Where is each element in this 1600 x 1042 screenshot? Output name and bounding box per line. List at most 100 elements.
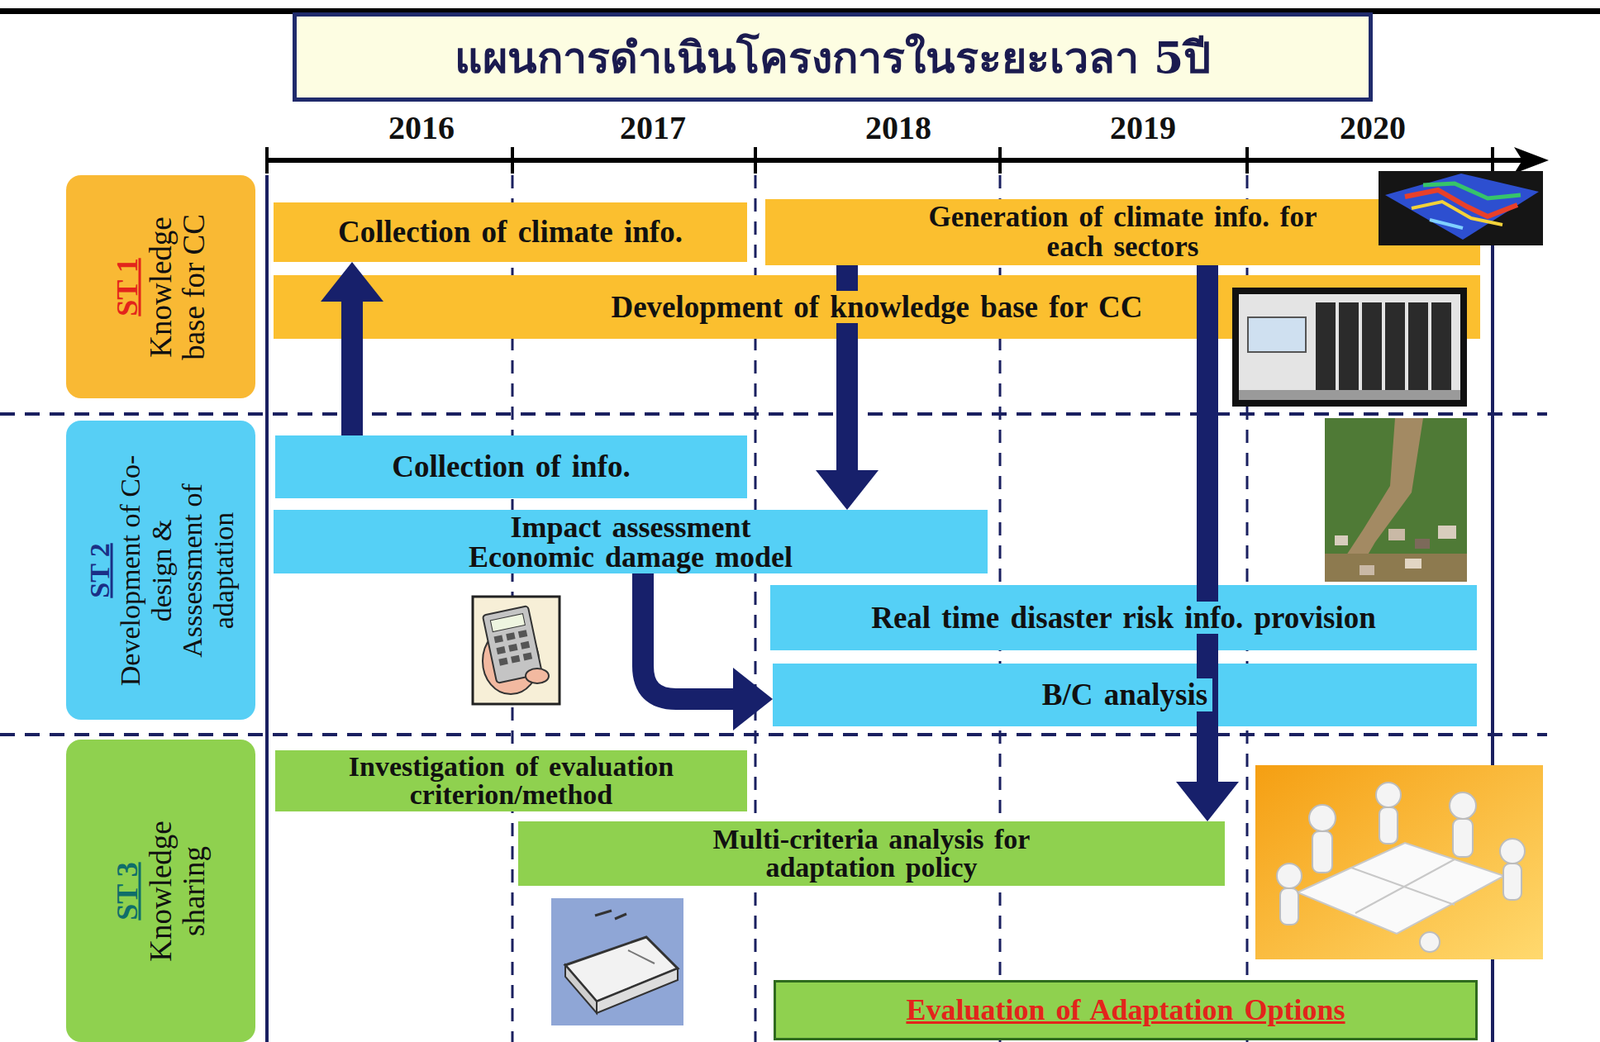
illustration-part xyxy=(1500,838,1525,864)
calculator-icon xyxy=(472,596,560,705)
stream-code: ST 1 xyxy=(110,204,144,370)
illustration-part xyxy=(1238,390,1461,400)
landslide-photo xyxy=(1324,418,1467,582)
task-bar: B/C analysis xyxy=(772,663,1477,727)
task-bar: Evaluation of Adaptation Options xyxy=(773,980,1478,1041)
stream-title: Knowledge sharing xyxy=(143,808,211,974)
bar-text: Evaluation of Adaptation Options xyxy=(900,994,1350,1027)
illustration-part xyxy=(1309,804,1336,832)
illustration-part xyxy=(0,412,1548,416)
illustration-part xyxy=(498,657,508,667)
arrowhead xyxy=(1176,781,1239,822)
task-bar: Multi-criteria analysis for adaptation p… xyxy=(518,821,1225,886)
illustration-part xyxy=(1359,565,1375,576)
climate-map-image xyxy=(1378,171,1543,246)
task-bar: Impact assessment Economic damage model xyxy=(273,509,988,574)
illustration-part xyxy=(1379,807,1398,844)
illustration-part xyxy=(1238,294,1461,400)
illustration-part xyxy=(614,914,627,920)
illustration-part xyxy=(510,147,515,174)
year-label: 2018 xyxy=(865,108,932,148)
bar-text: Impact assessment Economic damage model xyxy=(448,512,813,572)
illustration-part xyxy=(1232,287,1467,407)
year-label: 2017 xyxy=(619,108,686,148)
arrow-shaft xyxy=(1196,265,1219,784)
arrow-shaft xyxy=(836,265,858,472)
illustration-part xyxy=(1324,418,1467,582)
row-dividers xyxy=(0,414,1548,735)
time-axis xyxy=(266,157,1523,163)
stream-header: ST 2Development of Co-design & Asssessme… xyxy=(66,420,256,720)
stream-code: ST 3 xyxy=(110,808,144,974)
illustration-part xyxy=(472,596,560,705)
illustration-part xyxy=(1255,765,1543,960)
illustration-part xyxy=(1414,538,1430,549)
illustration-part xyxy=(1245,147,1249,174)
illustration-part xyxy=(595,910,612,916)
bar-text: Collection of climate info. xyxy=(333,215,688,249)
flow-arrow xyxy=(1176,265,1239,822)
illustration-part xyxy=(1385,173,1539,240)
teamwork-puzzle-image xyxy=(1255,765,1543,960)
year-slot: 2016 xyxy=(338,106,505,148)
bar-text: Investigation of evaluation criterion/me… xyxy=(304,752,719,810)
bar-text: B/C analysis xyxy=(1037,678,1213,712)
arrowhead xyxy=(815,470,879,510)
illustration-part xyxy=(1361,302,1382,391)
bar-text: Real time disaster risk info. provision xyxy=(866,601,1381,635)
illustration-part xyxy=(1431,302,1452,391)
bar-text: Multi-criteria analysis for adaptation p… xyxy=(665,825,1079,882)
arrowhead xyxy=(733,667,773,731)
illustration-part xyxy=(1376,782,1401,808)
task-bar: Investigation of evaluation criterion/me… xyxy=(275,750,748,812)
illustration-part xyxy=(753,147,758,174)
illustration-part xyxy=(998,147,1002,174)
illustration-part xyxy=(525,668,549,684)
task-bar: Real time disaster risk info. provision xyxy=(770,585,1477,651)
rotated-label: ST 2Development of Co-design & Asssessme… xyxy=(83,446,239,695)
title-box: แผนการดำเนินโครงการในระยะเวลา 5ปี xyxy=(292,12,1373,102)
illustration-part xyxy=(1411,201,1503,225)
illustration-part xyxy=(1280,888,1299,925)
server-room-photo xyxy=(1232,287,1467,407)
illustration-part xyxy=(1438,525,1457,539)
illustration-part xyxy=(1404,558,1422,569)
year-slot: 2017 xyxy=(570,106,736,148)
arrowhead xyxy=(320,261,384,302)
stream-title: Development of Co-design & Asssessment o… xyxy=(114,446,239,695)
illustration-part xyxy=(495,646,505,655)
illustration-part xyxy=(565,965,597,1014)
illustration-part xyxy=(1351,867,1455,905)
task-bar: Generation of climate info. for each sec… xyxy=(765,199,1481,266)
book-icon xyxy=(551,898,684,1026)
illustration-part xyxy=(494,629,534,667)
illustration-part xyxy=(508,643,518,653)
illustration-part xyxy=(628,950,655,964)
illustration-part xyxy=(510,655,520,664)
illustration-part xyxy=(1503,863,1522,900)
illustration-part xyxy=(1276,863,1302,889)
axis-arrowhead xyxy=(1514,147,1549,174)
illustration-part xyxy=(1388,528,1405,541)
bar-text: Development of knowledge base for CC xyxy=(605,290,1148,324)
year-label: 2016 xyxy=(388,108,455,148)
illustration-part xyxy=(0,733,1548,737)
year-label: 2019 xyxy=(1109,108,1177,148)
bar-text: Collection of info. xyxy=(386,450,636,484)
rotated-label: ST 3Knowledge sharing xyxy=(110,808,211,974)
illustration-part xyxy=(520,641,530,650)
year-slot: 2019 xyxy=(1060,106,1226,148)
year-slot: 2020 xyxy=(1290,106,1456,148)
illustration-part xyxy=(265,175,269,1042)
illustration-part xyxy=(518,629,528,639)
illustration-part xyxy=(1452,819,1473,858)
illustration-part xyxy=(1355,859,1455,914)
illustration-part xyxy=(1490,147,1495,174)
illustration-part xyxy=(1338,302,1359,391)
illustration-part xyxy=(1385,302,1405,391)
arrow-shaft xyxy=(642,573,735,700)
illustration-part xyxy=(1276,782,1525,953)
illustration-part xyxy=(1334,535,1348,546)
illustration-part xyxy=(523,652,533,662)
arrow-shaft xyxy=(341,300,363,436)
